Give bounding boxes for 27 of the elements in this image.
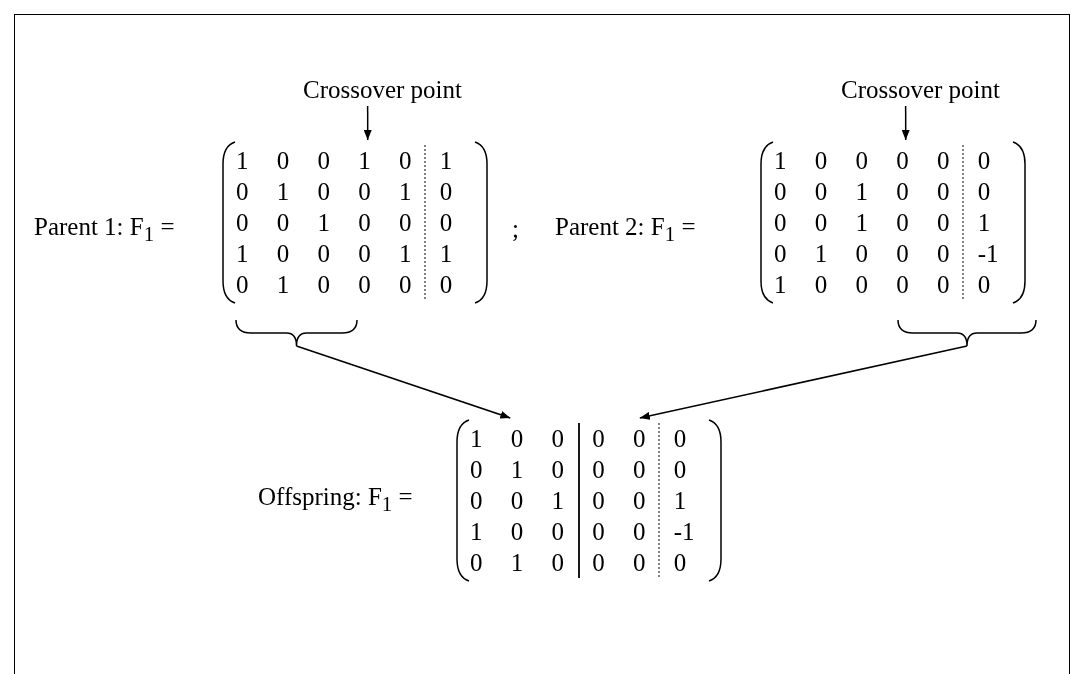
matrix-row: 0 0 1 0 0 1 (470, 486, 687, 516)
matrix-row: 1 0 0 0 0 0 (470, 424, 687, 454)
arrow (295, 345, 511, 419)
matrix-row: 0 0 1 0 0 0 (236, 208, 453, 238)
matrix-label: Parent 1: F$_{1}$ = (34, 212, 175, 248)
matrix-row: 0 1 0 0 0 0 (470, 548, 687, 578)
arrow (363, 105, 372, 141)
matrix-row: 1 0 0 0 0 0 (774, 146, 991, 176)
matrix-row: 0 1 0 0 0 0 (236, 270, 453, 300)
arrow (639, 345, 968, 420)
matrix-row: 1 0 0 0 0 0 (774, 270, 991, 300)
annotation-text: Crossover point (300, 74, 465, 106)
matrix-row: 1 0 0 0 0 -1 (470, 517, 695, 547)
matrix-row: 0 1 0 0 0 -1 (774, 239, 999, 269)
semicolon: ; (512, 214, 519, 244)
matrix-row: 0 0 1 0 0 0 (774, 177, 991, 207)
matrix-row: 1 0 0 1 0 1 (236, 146, 453, 176)
matrix-label: Parent 2: F$_{1}$ = (555, 212, 696, 248)
matrix-label: Offspring: F$_{1}$ = (258, 482, 413, 518)
arrow (901, 105, 910, 141)
curly-brace (235, 320, 358, 346)
matrix-row: 0 0 1 0 0 1 (774, 208, 991, 238)
curly-brace (897, 320, 1037, 346)
matrix-row: 0 1 0 0 1 0 (236, 177, 453, 207)
annotation-text: Crossover point (838, 74, 1003, 106)
matrix-row: 0 1 0 0 0 0 (470, 455, 687, 485)
matrix-row: 1 0 0 0 1 1 (236, 239, 453, 269)
